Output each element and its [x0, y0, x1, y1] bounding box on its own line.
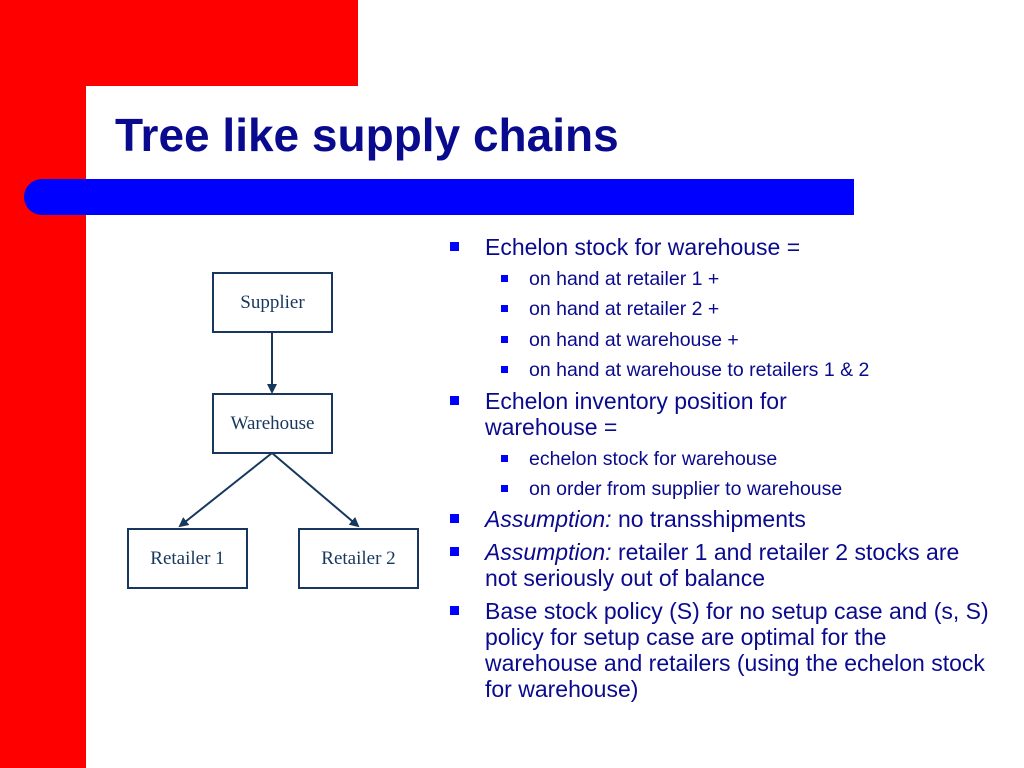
- sub-bullet: on order from supplier to warehouse: [450, 478, 1010, 500]
- supply-chain-diagram: Supplier Warehouse Retailer 1 Retailer 2: [110, 260, 430, 600]
- assumption-text: no transshipments: [611, 506, 806, 533]
- retailer-1-box: Retailer 1: [127, 528, 248, 589]
- supplier-box: Supplier: [212, 272, 333, 333]
- sub-bullet: on hand at retailer 2 +: [450, 298, 1010, 320]
- warehouse-box: Warehouse: [212, 393, 333, 454]
- sub-bullet: on hand at warehouse +: [450, 329, 1010, 351]
- bullet-echelon-stock: Echelon stock for warehouse =: [450, 234, 1010, 260]
- bullet-list: Echelon stock for warehouse = on hand at…: [450, 234, 1010, 702]
- red-top-block: [0, 0, 358, 86]
- bullet-base-stock-policy: Base stock policy (S) for no setup case …: [450, 598, 1010, 702]
- retailer-2-box: Retailer 2: [298, 528, 419, 589]
- assumption-text: retailer 1 and retailer 2 stocks are not…: [485, 539, 960, 592]
- assumption-label: Assumption:: [485, 539, 612, 566]
- diagram-arrows: [178, 332, 360, 528]
- arrow-warehouse-retailer1: [178, 452, 273, 528]
- bullet-echelon-position: Echelon inventory position for warehouse…: [450, 388, 1010, 440]
- slide-title: Tree like supply chains: [115, 109, 619, 161]
- bullet-assumption-transshipments: Assumption: no transshipments: [450, 506, 1010, 532]
- bullet-assumption-balance: Assumption: retailer 1 and retailer 2 st…: [450, 539, 1010, 591]
- arrow-warehouse-retailer2: [271, 452, 360, 528]
- title-underline-bar: [24, 179, 854, 215]
- assumption-label: Assumption:: [485, 506, 612, 533]
- sub-bullet: echelon stock for warehouse: [450, 448, 1010, 470]
- sub-bullet: on hand at retailer 1 +: [450, 268, 1010, 290]
- sub-bullet: on hand at warehouse to retailers 1 & 2: [450, 359, 1010, 381]
- red-left-strip: [0, 0, 86, 768]
